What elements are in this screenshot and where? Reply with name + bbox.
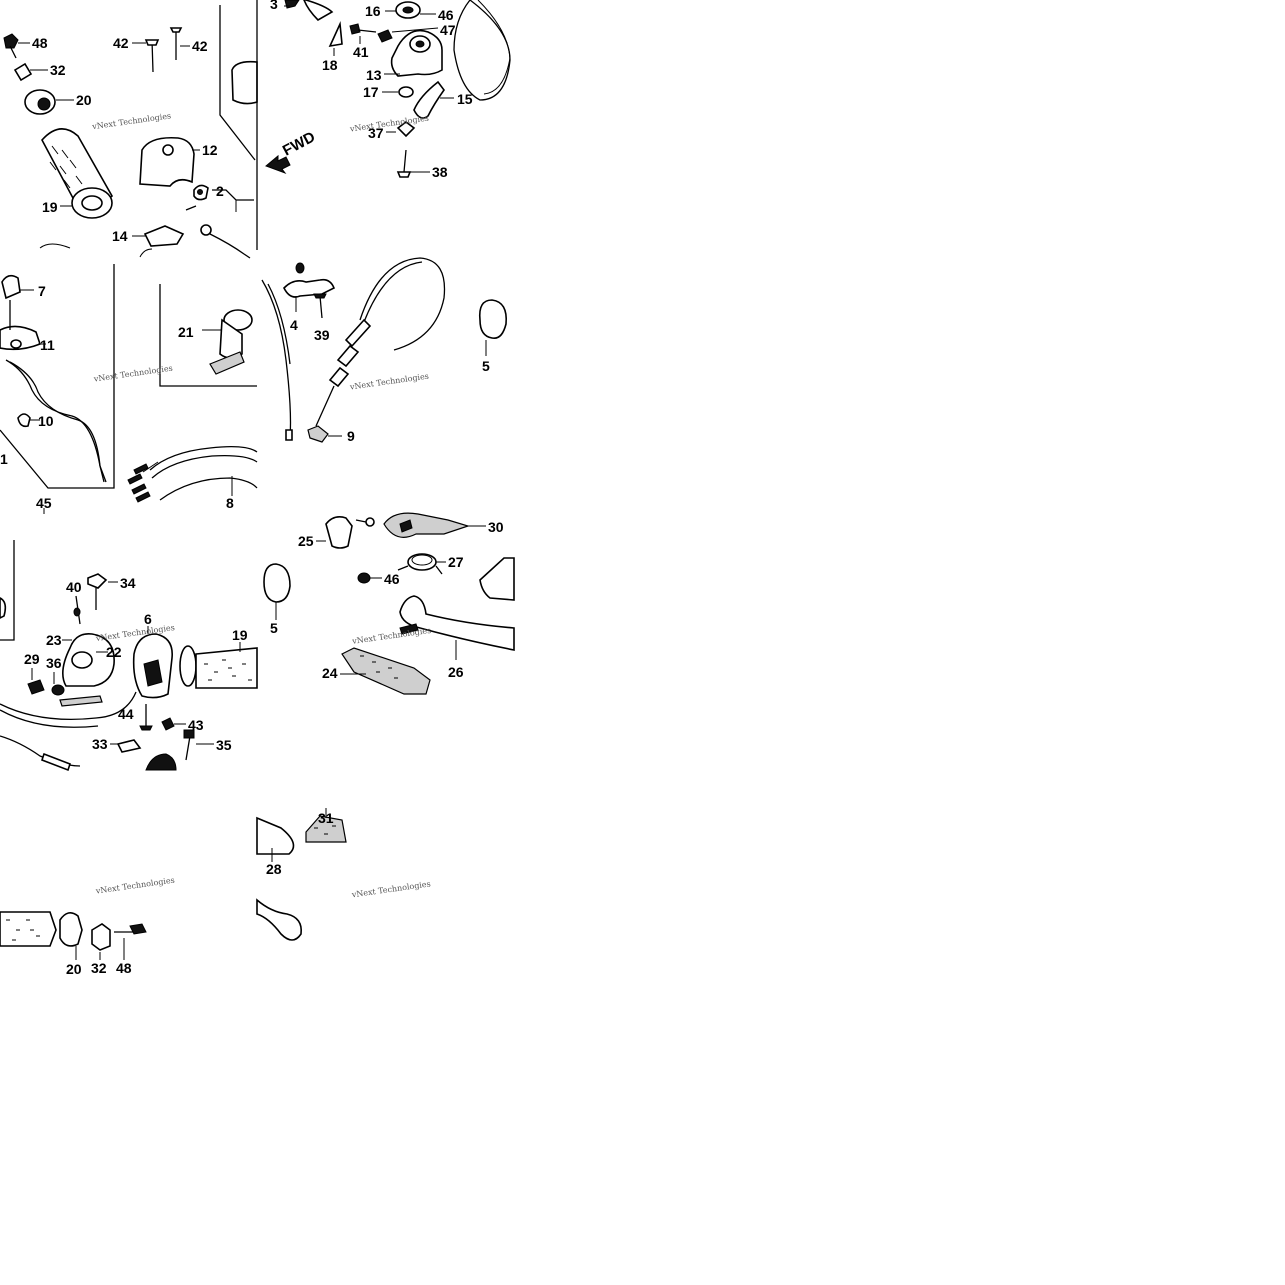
callout-2: 2 [216,183,224,199]
callout-20: 20 [76,92,92,108]
weight-20 [24,89,74,115]
callout-43: 43 [188,717,204,733]
callout-46: 46 [438,7,454,23]
tile-grip-left: vNext Technologies [3,5,258,259]
tile-grip-right: vNext Technologies [0,876,175,960]
callout-16: 16 [365,3,381,19]
tile-lever-pieces: vNext Technologies [256,808,431,941]
callout-24: 24 [322,665,338,681]
callout-19: 19 [232,627,248,643]
callout-1: 1 [0,451,8,467]
callout-22: 22 [106,644,122,660]
callout-31: 31 [318,810,334,826]
callout-9: 9 [347,428,355,444]
callout-17: 17 [363,84,379,100]
callout-7: 7 [38,283,46,299]
clamp-2 [185,184,254,212]
tile-throttle-cable: vNext Technologies [261,257,508,443]
callout-4: 4 [290,317,298,333]
callout-21: 21 [178,324,194,340]
callout-41: 41 [353,44,369,60]
callout-5: 5 [270,620,278,636]
tile-switch-assembly: vNext Technologies [0,264,258,514]
svg-text:vNext Technologies: vNext Technologies [348,114,429,134]
callout-20: 20 [66,961,82,977]
callout-39: 39 [314,327,330,343]
callout-19: 19 [42,199,58,215]
callout-25: 25 [298,533,314,549]
callout-36: 36 [46,655,62,671]
callout-46: 46 [384,571,400,587]
svg-text:vNext Technologies: vNext Technologies [92,364,173,384]
callout-47: 47 [440,22,456,38]
callout-45: 45 [36,495,52,511]
bolt-48 [3,33,30,59]
fwd-arrow: FWD [265,128,318,175]
callout-3: 3 [270,0,278,12]
callout-37: 37 [368,125,384,141]
svg-text:vNext Technologies: vNext Technologies [348,372,429,392]
housing-cover-12 [139,136,200,187]
callout-48: 48 [116,960,132,976]
callout-14: 14 [112,228,128,244]
callout-30: 30 [488,519,504,535]
callout-27: 27 [448,554,464,570]
callout-32: 32 [50,62,66,78]
wire-connectors [127,461,159,503]
svg-text:FWD: FWD [280,128,318,159]
collar-32 [13,62,48,82]
callout-6: 6 [144,611,152,627]
callout-15: 15 [457,91,473,107]
grip-19 [41,128,114,219]
callout-23: 23 [46,632,62,648]
svg-text:vNext Technologies: vNext Technologies [94,876,175,896]
callout-32: 32 [91,960,107,976]
screws-42 [132,27,190,73]
callout-35: 35 [216,737,232,753]
callout-42: 42 [192,38,208,54]
callout-5: 5 [482,358,490,374]
callout-29: 29 [24,651,40,667]
watermark: vNext Technologies [91,111,172,131]
callout-33: 33 [92,736,108,752]
callout-12: 12 [202,142,218,158]
svg-text:vNext Technologies: vNext Technologies [351,626,432,646]
svg-text:vNext Technologies: vNext Technologies [91,111,172,131]
callout-42: 42 [113,35,129,51]
callout-40: 40 [66,579,82,595]
callout-44: 44 [118,706,134,722]
bracket-14 [39,224,251,259]
callout-11: 11 [40,337,55,353]
tile-clutch-holder: vNext Technologies [0,540,258,772]
callout-26: 26 [448,664,464,680]
callout-labels: 48 32 20 19 42 42 12 2 14 3 16 46 47 18 … [0,0,504,977]
callout-8: 8 [226,495,234,511]
svg-text:vNext Technologies: vNext Technologies [350,879,431,899]
callout-28: 28 [266,861,282,877]
callout-34: 34 [120,575,136,591]
callout-48: 48 [32,35,48,51]
callout-13: 13 [366,67,382,83]
callout-38: 38 [432,164,448,180]
callout-18: 18 [322,57,338,73]
callout-10: 10 [38,413,54,429]
